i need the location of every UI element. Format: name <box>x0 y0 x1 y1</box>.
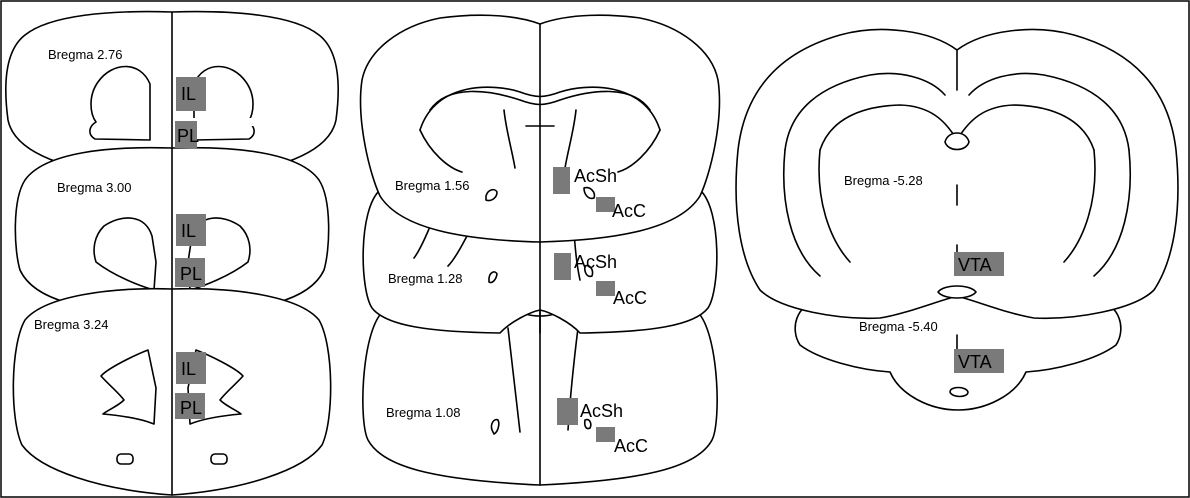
panel-striatal: Bregma 1.08 Bregma 1.28 Bregma 1.56 <box>361 15 720 485</box>
vta-label-minus-5-40: VTA <box>958 352 992 372</box>
acc-marker-1-08 <box>596 427 615 442</box>
section-bregma-3-24: Bregma 3.24 <box>13 289 330 495</box>
acsh-marker-1-28 <box>554 253 571 280</box>
acsh-label-1-08: AcSh <box>580 401 623 421</box>
acsh-label-1-28: AcSh <box>574 252 617 272</box>
bregma-label-minus-5-40: Bregma -5.40 <box>859 319 938 334</box>
il-label-2-76: IL <box>181 84 196 104</box>
bregma-label-1-28: Bregma 1.28 <box>388 271 462 286</box>
pl-label-3-24: PL <box>180 398 202 418</box>
il-label-3-24: IL <box>181 359 196 379</box>
bregma-label-1-08: Bregma 1.08 <box>386 405 460 420</box>
il-label-3-00: IL <box>181 221 196 241</box>
pl-label-2-76: PL <box>177 126 199 146</box>
panel-prefrontal: Bregma 2.76 Bregma 3.00 Bregma 3.24 IL P… <box>6 12 339 495</box>
acc-label-1-28: AcC <box>613 288 647 308</box>
section-bregma-1-56: Bregma 1.56 <box>361 15 720 242</box>
bregma-label-minus-5-28: Bregma -5.28 <box>844 173 923 188</box>
pl-label-3-00: PL <box>180 264 202 284</box>
bregma-label-3-24: Bregma 3.24 <box>34 317 108 332</box>
bregma-label-2-76: Bregma 2.76 <box>48 47 122 62</box>
acsh-marker-1-08 <box>557 398 578 425</box>
acc-label-1-08: AcC <box>614 436 648 456</box>
vta-label-minus-5-28: VTA <box>958 255 992 275</box>
bregma-label-3-00: Bregma 3.00 <box>57 180 131 195</box>
bregma-label-1-56: Bregma 1.56 <box>395 178 469 193</box>
acsh-label-1-56: AcSh <box>574 166 617 186</box>
acsh-marker-1-56 <box>553 167 570 194</box>
acc-label-1-56: AcC <box>612 201 646 221</box>
